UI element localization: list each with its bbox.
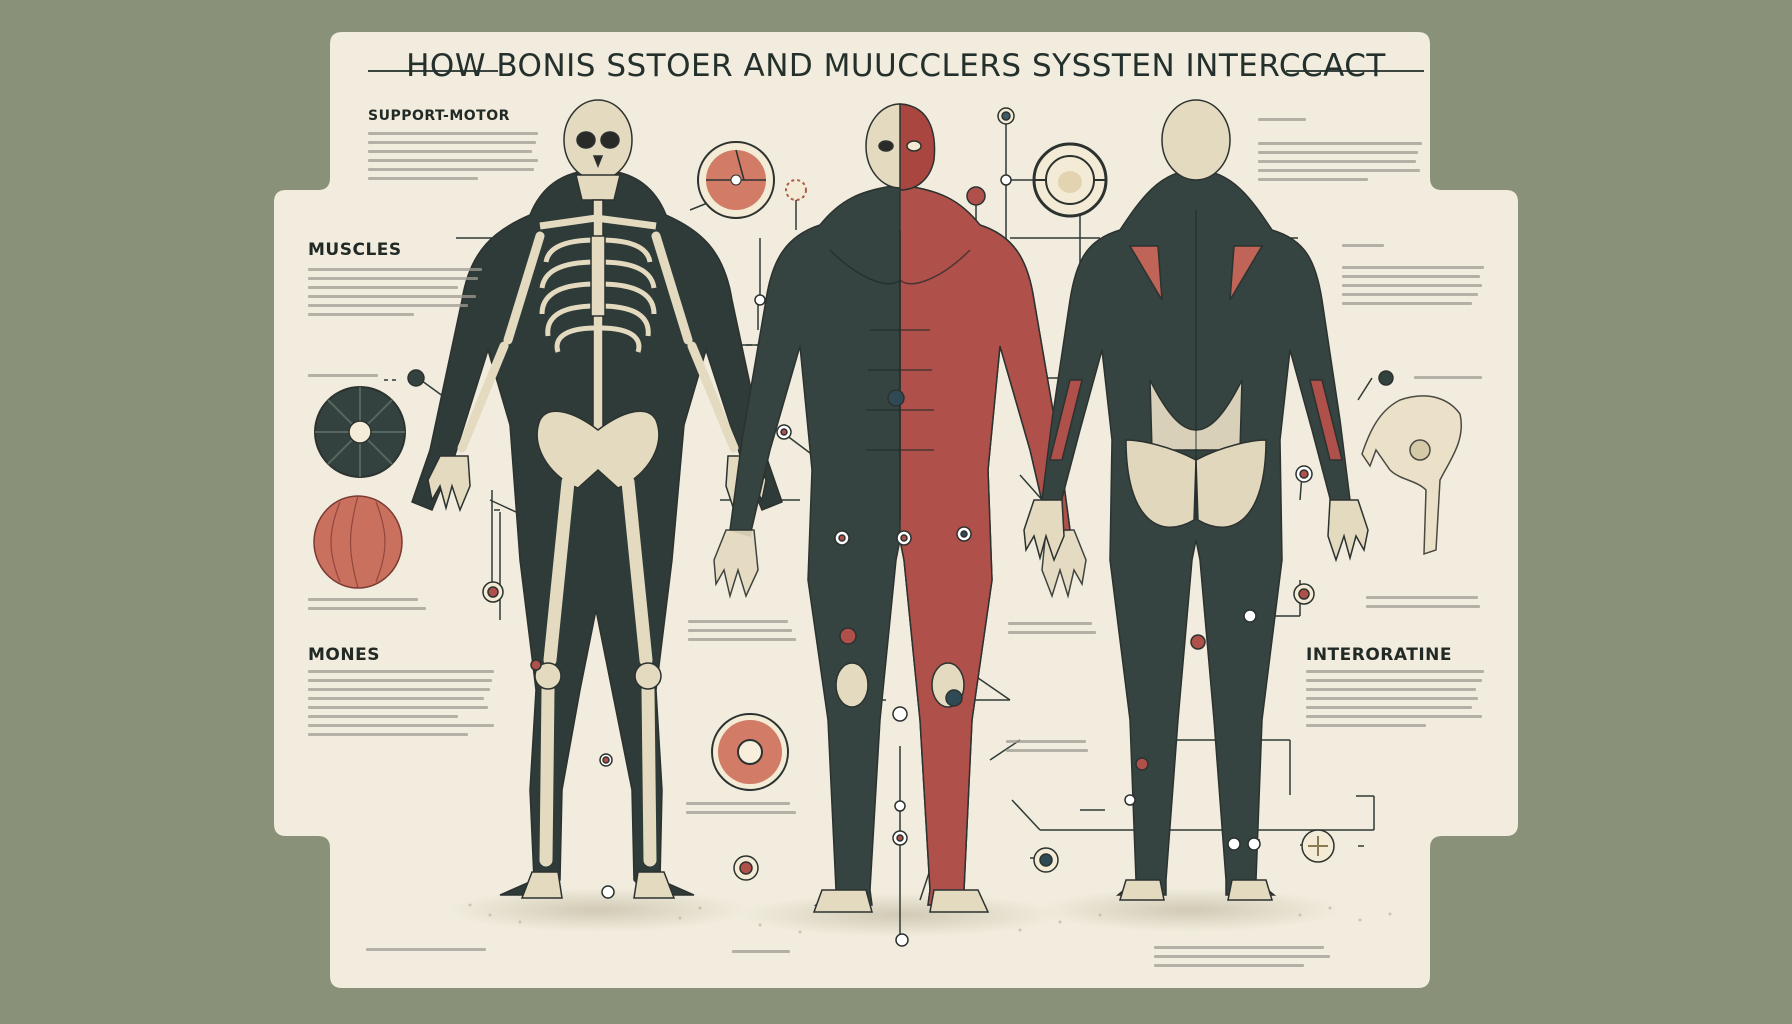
muscle-cross-section-icon <box>314 386 406 478</box>
vertebra-joint-icon <box>1032 142 1108 218</box>
skeleton-figure <box>411 99 783 899</box>
mones-text-block <box>308 670 498 742</box>
shoulder-joint-icon <box>697 141 775 219</box>
right-middle-text-block <box>1342 266 1486 311</box>
footer-center-text-block <box>732 950 792 959</box>
muscles-heading: MUSCLES <box>308 240 402 260</box>
joint-cross-section-icon <box>711 713 789 791</box>
muscle-fiber-icon <box>313 495 403 589</box>
joint-lower-caption-block <box>686 802 796 820</box>
muscle-back-figure <box>1023 99 1369 901</box>
support-motor-text-block <box>368 132 540 186</box>
left-cross-section-label-block <box>308 374 380 383</box>
right-pelvis-label-block <box>1414 376 1484 385</box>
muscle-fiber-caption <box>308 598 428 616</box>
right-top-label-block <box>1258 118 1308 127</box>
footer-right-text-block <box>1154 946 1334 973</box>
right-top-text-block <box>1258 142 1424 187</box>
center-lower-caption-block <box>1006 740 1090 758</box>
muscle-front-figure <box>713 103 1087 913</box>
interoratine-heading: INTERORATINE <box>1306 645 1452 665</box>
right-middle-label-block <box>1342 244 1386 253</box>
right-lower-caption-block <box>1366 596 1482 614</box>
knee-joint-icon <box>1301 829 1335 863</box>
poster-title: HOW BONIS SSTOER AND MUUCCLERS SYSSTEN I… <box>406 48 1386 84</box>
pelvis-bone-icon <box>1361 395 1462 556</box>
support-motor-heading: SUPPORT-MOTOR <box>368 108 510 124</box>
footer-left-text-block <box>366 948 486 957</box>
joint-caption-block <box>688 620 798 647</box>
center-caption-block <box>1008 622 1098 640</box>
muscles-text-block <box>308 268 484 322</box>
interoratine-text-block <box>1306 670 1486 733</box>
mones-heading: MONES <box>308 645 380 665</box>
